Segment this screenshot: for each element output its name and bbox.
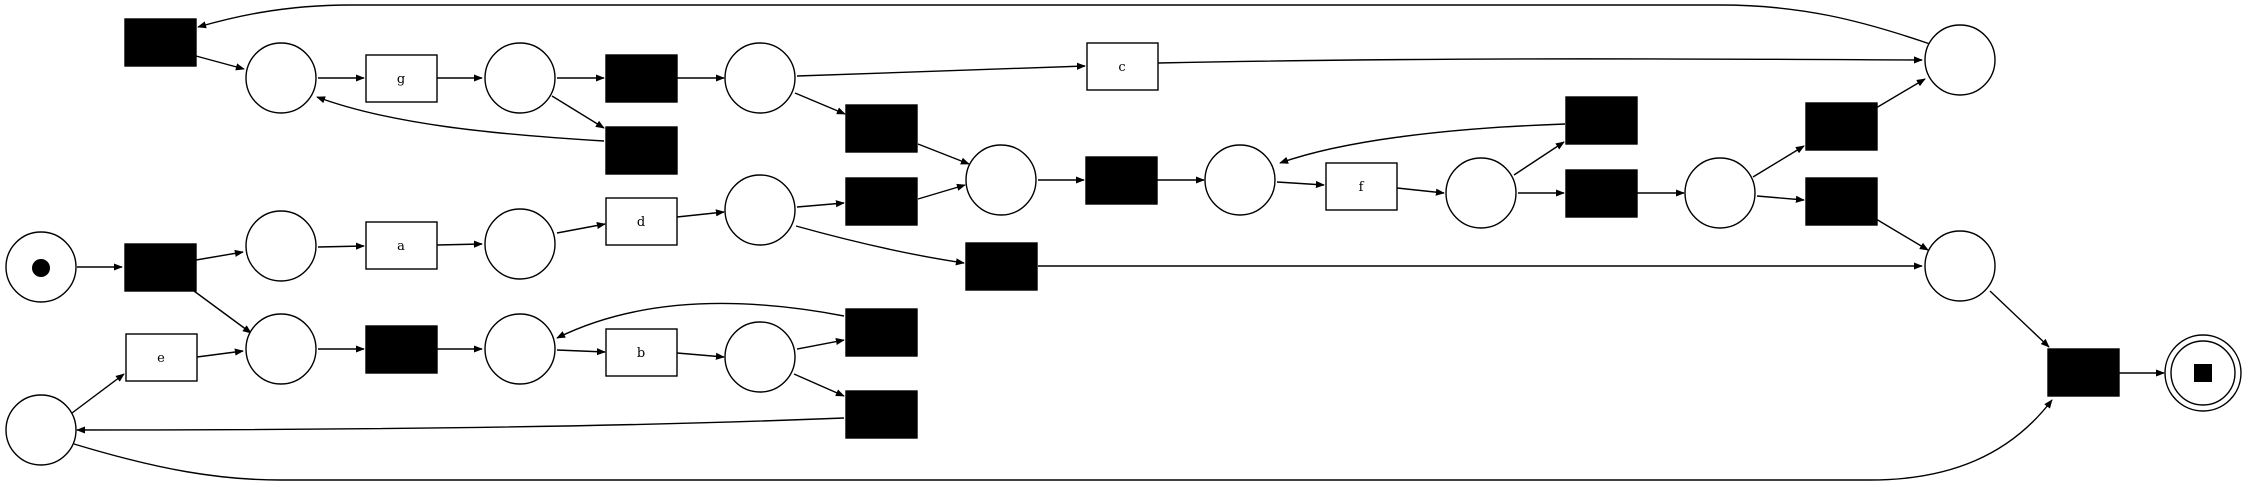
silent-transition[interactable]: [845, 308, 918, 357]
end-place[interactable]: [2164, 334, 2242, 412]
transition-box: [1086, 42, 1159, 91]
transition-label: a: [397, 239, 405, 254]
place[interactable]: [245, 210, 317, 282]
transition-box: [1325, 162, 1398, 211]
edge: [676, 352, 725, 360]
transition-label: g: [397, 72, 405, 87]
silent-transition[interactable]: [365, 325, 438, 374]
edge: [317, 242, 365, 250]
silent-transition[interactable]: [2047, 348, 2120, 397]
edges: [71, 4, 2165, 481]
silent-transition[interactable]: [1565, 169, 1638, 218]
start-token-icon: [32, 259, 50, 277]
places: [5, 24, 2242, 466]
place[interactable]: [1684, 157, 1756, 229]
transition-box: [365, 221, 438, 270]
transition-c[interactable]: c: [1086, 42, 1159, 91]
edge: [195, 249, 244, 261]
edge: [556, 221, 606, 234]
silent-transition[interactable]: [1805, 102, 1878, 151]
edge: [1756, 195, 1805, 203]
edge: [1875, 218, 1929, 251]
silent-transition[interactable]: [965, 242, 1038, 291]
transition-label: d: [637, 215, 645, 230]
silent-transition[interactable]: [845, 104, 918, 153]
silent-transition[interactable]: [605, 54, 678, 103]
edge: [796, 62, 1086, 77]
edge: [196, 348, 244, 358]
transition-b[interactable]: b: [605, 328, 678, 377]
start-place[interactable]: [5, 231, 77, 303]
silent-transition[interactable]: [1805, 177, 1878, 226]
silent-transition[interactable]: [1565, 96, 1638, 145]
edge: [796, 200, 845, 208]
place[interactable]: [724, 42, 796, 114]
place[interactable]: [484, 208, 556, 280]
silent-transition[interactable]: [1085, 156, 1158, 205]
labeled-transitions: g a e d b c f: [125, 42, 1398, 382]
edge: [1752, 145, 1805, 178]
place[interactable]: [1924, 24, 1996, 96]
silent-transition[interactable]: [605, 126, 678, 175]
edge: [917, 183, 966, 200]
place[interactable]: [5, 394, 77, 466]
edge: [793, 373, 845, 397]
edge: [193, 290, 252, 334]
silent-transition[interactable]: [124, 18, 197, 67]
edge: [1279, 123, 1566, 164]
edge: [1276, 180, 1325, 189]
transition-a[interactable]: a: [365, 221, 438, 270]
transition-box: [125, 333, 198, 382]
transition-label: b: [637, 346, 645, 361]
place[interactable]: [1445, 157, 1517, 229]
place[interactable]: [724, 174, 796, 246]
edge: [316, 96, 605, 142]
transition-f[interactable]: f: [1325, 162, 1398, 211]
edge: [195, 55, 245, 71]
transition-box: [605, 328, 678, 377]
place[interactable]: [484, 313, 556, 385]
transition-e[interactable]: e: [125, 333, 198, 382]
silent-transition[interactable]: [124, 243, 197, 292]
transition-label: f: [1359, 180, 1365, 195]
edge: [676, 209, 725, 218]
edge: [1157, 56, 1923, 64]
transition-box: [605, 197, 678, 246]
edge: [73, 399, 2053, 481]
edge: [917, 143, 970, 165]
edge: [796, 337, 845, 350]
edge: [556, 348, 606, 356]
edge: [76, 417, 845, 434]
edge: [197, 4, 1931, 45]
silent-transition[interactable]: [845, 390, 918, 439]
place[interactable]: [724, 321, 796, 393]
edge: [551, 95, 605, 129]
transition-label: c: [1118, 60, 1125, 75]
edge: [794, 92, 846, 115]
place[interactable]: [484, 42, 556, 114]
place[interactable]: [1204, 144, 1276, 216]
place[interactable]: [1924, 230, 1996, 302]
transition-d[interactable]: d: [605, 197, 678, 246]
transition-box: [365, 54, 438, 103]
place[interactable]: [245, 42, 317, 114]
silent-transitions: [124, 18, 2120, 439]
edge: [795, 225, 965, 266]
transition-g[interactable]: g: [365, 54, 438, 103]
end-token-icon: [2194, 364, 2212, 382]
edge: [436, 240, 483, 248]
place[interactable]: [245, 313, 317, 385]
edge: [1513, 141, 1565, 176]
edge: [556, 302, 845, 339]
place[interactable]: [965, 144, 1037, 216]
silent-transition[interactable]: [845, 177, 918, 226]
edge: [1875, 78, 1926, 109]
transition-label: e: [157, 351, 165, 366]
edge: [71, 373, 125, 414]
edge: [1396, 187, 1445, 196]
edge: [1989, 290, 2050, 348]
